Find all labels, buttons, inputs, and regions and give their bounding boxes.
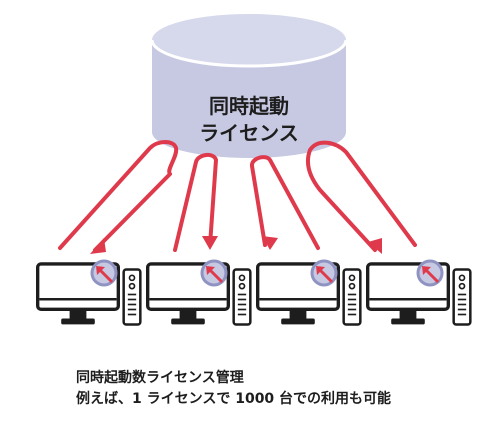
caption-line2: 例えば、1 ライセンスで 1000 台での利用も可能 xyxy=(76,391,392,407)
tower-icon xyxy=(452,268,472,326)
client-pc-1 xyxy=(36,259,142,327)
arrow-pc-1-up xyxy=(58,140,179,252)
tower-icon xyxy=(232,268,252,326)
arrowhead-pc-3 xyxy=(262,236,278,250)
license-badge-icon xyxy=(310,259,338,287)
arrow-pc-3 xyxy=(250,155,320,250)
database-label-line1: 同時起動 xyxy=(209,94,289,118)
caption-line1: 同時起動数ライセンス管理 xyxy=(76,370,244,386)
caption: 同時起動数ライセンス管理 例えば、1 ライセンスで 1000 台での利用も可能 xyxy=(76,368,486,410)
arrow-pc-4 xyxy=(305,140,417,252)
license-badge-icon xyxy=(200,259,228,287)
license-badge-icon xyxy=(90,259,118,287)
client-pc-3 xyxy=(256,259,362,327)
license-badge-icon xyxy=(416,259,444,287)
tower-icon xyxy=(342,268,362,326)
arrowhead-pc-4 xyxy=(368,238,382,254)
client-pc-4 xyxy=(366,259,472,327)
arrowhead-pc-2 xyxy=(202,236,218,250)
arrow-pc-2 xyxy=(173,153,218,252)
database-label-line2: ライセンス xyxy=(199,121,299,145)
license-diagram: 同時起動 ライセンス xyxy=(36,14,472,327)
arrowhead-pc-1 xyxy=(90,238,106,254)
client-pc-2 xyxy=(146,259,252,327)
database-cylinder: 同時起動 ライセンス xyxy=(150,14,348,158)
arrowheads xyxy=(90,236,382,254)
connection-arrows xyxy=(58,140,417,252)
tower-icon xyxy=(122,268,142,326)
